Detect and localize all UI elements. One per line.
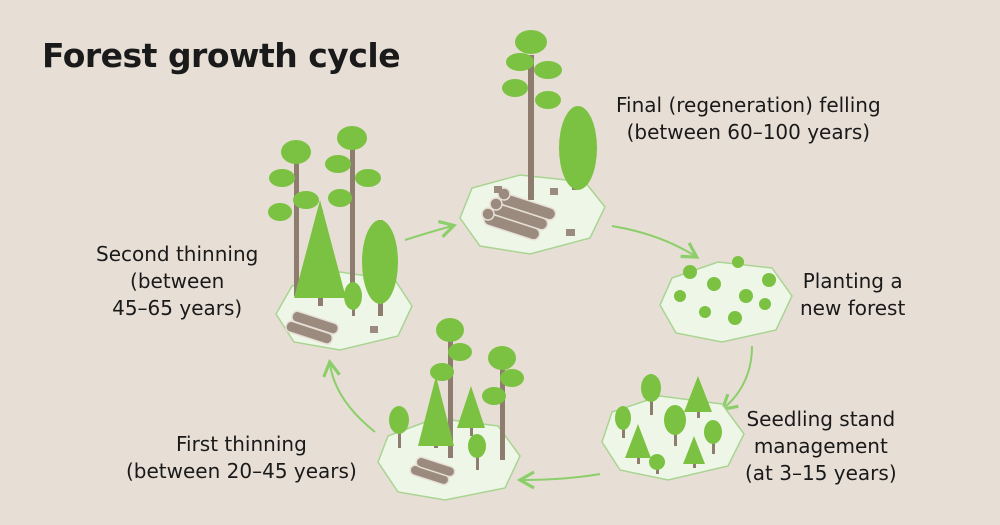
log-pile [285, 310, 340, 345]
label-line: Second thinning [96, 242, 259, 266]
log-pile [481, 187, 557, 241]
arrow-first-to-second [322, 358, 376, 433]
label-line: (at 3–15 years) [745, 461, 897, 485]
label-line: (between 20–45 years) [126, 459, 357, 483]
label-line: Planting a [802, 269, 903, 293]
cycle-arrows [322, 219, 753, 490]
arrow-second-to-final [404, 219, 458, 241]
arrow-seedling-to-first [516, 470, 601, 490]
arrow-planting-to-seedling [720, 345, 753, 412]
label-second-thinning: Second thinning (between 45–65 years) [96, 241, 258, 322]
young-tree-group [615, 374, 722, 474]
arrow-final-to-planting [611, 225, 700, 259]
tree-stump [370, 326, 378, 333]
stage-final-felling-scene [459, 30, 606, 255]
tall-pine-tree [502, 30, 562, 200]
label-line: Final (regeneration) felling [616, 93, 881, 117]
stage-planting-scene [659, 256, 793, 343]
tree-stump [550, 188, 558, 195]
thinning-tree-group [389, 318, 524, 470]
tree-stump [494, 186, 502, 193]
label-line: First thinning [175, 432, 307, 456]
page-title: Forest growth cycle [42, 36, 401, 75]
label-line: new forest [800, 296, 906, 320]
tree-stump [566, 229, 575, 236]
log-pile [409, 456, 456, 486]
stage-seedling-scene [601, 374, 745, 481]
spruce-tree [559, 106, 597, 190]
stage-first-thinning-scene [377, 318, 524, 501]
label-line: Seedling stand [746, 407, 896, 431]
label-line: (between [130, 269, 225, 293]
label-seedling-management: Seedling stand management (at 3–15 years… [745, 406, 897, 487]
label-line: 45–65 years) [112, 296, 243, 320]
stage-second-thinning-scene [268, 126, 413, 351]
mature-tree-group [268, 126, 398, 316]
label-line: (between 60–100 years) [626, 120, 871, 144]
label-planting: Planting a new forest [800, 268, 905, 322]
ground-tile [377, 417, 521, 501]
label-final-felling: Final (regeneration) felling (between 60… [616, 92, 881, 146]
label-line: management [753, 434, 888, 458]
seedling-group [674, 256, 776, 325]
label-first-thinning: First thinning (between 20–45 years) [126, 431, 357, 485]
